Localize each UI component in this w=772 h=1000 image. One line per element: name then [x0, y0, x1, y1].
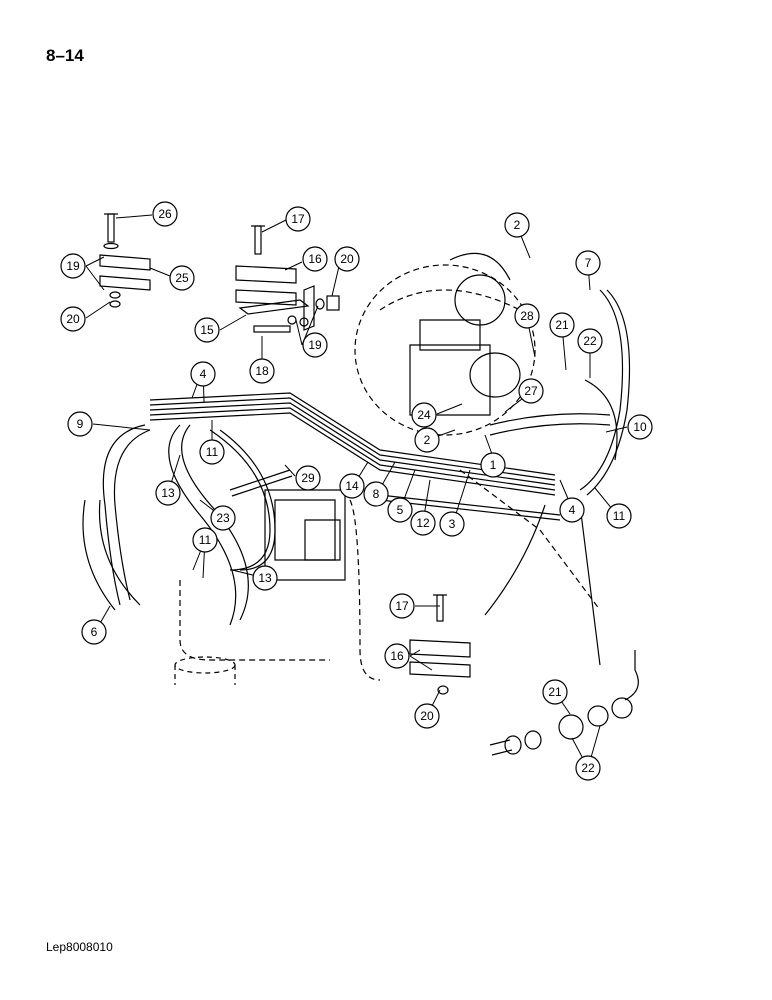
svg-text:20: 20 — [340, 252, 354, 266]
callout-18: 18 — [249, 358, 275, 384]
callout-6: 6 — [81, 619, 107, 645]
svg-text:4: 4 — [569, 503, 576, 517]
callout-20: 20 — [334, 246, 360, 272]
svg-text:25: 25 — [175, 271, 189, 285]
callout-28: 28 — [514, 303, 540, 329]
callout-15: 15 — [194, 317, 220, 343]
callout-16: 16 — [302, 246, 328, 272]
svg-text:24: 24 — [417, 408, 431, 422]
callout-11: 11 — [606, 503, 632, 529]
callout-22: 22 — [577, 328, 603, 354]
callout-19: 19 — [60, 253, 86, 279]
svg-text:21: 21 — [548, 685, 562, 699]
callout-9: 9 — [67, 411, 93, 437]
svg-text:20: 20 — [420, 709, 434, 723]
svg-text:16: 16 — [308, 252, 322, 266]
clamp-assembly-bottom — [409, 594, 471, 695]
callout-2: 2 — [504, 212, 530, 238]
callout-23: 23 — [210, 505, 236, 531]
callout-21: 21 — [549, 312, 575, 338]
svg-text:22: 22 — [583, 334, 597, 348]
svg-text:17: 17 — [291, 212, 305, 226]
svg-text:13: 13 — [161, 486, 175, 500]
callout-7: 7 — [575, 250, 601, 276]
callout-10: 10 — [627, 414, 653, 440]
svg-text:4: 4 — [200, 367, 207, 381]
pump-body — [409, 252, 521, 416]
pump-assembly — [179, 264, 601, 681]
clamp-assembly-top-left — [99, 213, 151, 308]
svg-text:18: 18 — [255, 364, 269, 378]
svg-text:11: 11 — [199, 533, 212, 547]
svg-text:3: 3 — [449, 517, 456, 531]
page-number: 8–14 — [46, 46, 84, 65]
callout-20: 20 — [60, 306, 86, 332]
valve-block — [264, 489, 346, 581]
callout-22: 22 — [575, 755, 601, 781]
svg-text:22: 22 — [581, 761, 595, 775]
clamp-assembly-top-middle — [235, 225, 340, 333]
document-reference: Lep8008010 — [46, 940, 113, 954]
svg-text:16: 16 — [390, 649, 404, 663]
callout-4: 4 — [190, 361, 216, 387]
svg-text:20: 20 — [66, 312, 80, 326]
callout-1: 1 — [480, 452, 506, 478]
svg-text:26: 26 — [158, 207, 172, 221]
callout-21: 21 — [542, 679, 568, 705]
svg-text:19: 19 — [308, 338, 322, 352]
svg-text:9: 9 — [77, 417, 84, 431]
svg-text:29: 29 — [301, 471, 315, 485]
svg-text:17: 17 — [395, 599, 409, 613]
callout-4: 4 — [559, 497, 585, 523]
svg-text:8: 8 — [373, 487, 380, 501]
left-hoses — [82, 424, 293, 626]
fitting-assembly-bottom-right — [489, 650, 639, 756]
callout-2: 2 — [414, 427, 440, 453]
svg-text:14: 14 — [345, 479, 359, 493]
svg-text:13: 13 — [258, 571, 272, 585]
callout-24: 24 — [411, 402, 437, 428]
callout-26: 26 — [152, 201, 178, 227]
svg-text:23: 23 — [216, 511, 230, 525]
svg-text:6: 6 — [91, 625, 98, 639]
callout-20: 20 — [414, 703, 440, 729]
svg-text:21: 21 — [555, 318, 569, 332]
callout-11: 11 — [199, 439, 225, 465]
svg-text:2: 2 — [514, 218, 521, 232]
svg-text:11: 11 — [613, 509, 626, 523]
callout-17: 17 — [389, 593, 415, 619]
callout-29: 29 — [295, 465, 321, 491]
callout-11: 11 — [192, 527, 218, 553]
svg-text:27: 27 — [524, 384, 538, 398]
svg-text:12: 12 — [416, 516, 430, 530]
svg-text:10: 10 — [633, 420, 647, 434]
callout-13: 13 — [155, 480, 181, 506]
svg-text:5: 5 — [397, 503, 404, 517]
svg-text:2: 2 — [424, 433, 431, 447]
callout-3: 3 — [439, 511, 465, 537]
filter-bottom-left — [174, 656, 236, 685]
callout-13: 13 — [252, 565, 278, 591]
callout-27: 27 — [518, 378, 544, 404]
right-hoses — [484, 289, 631, 666]
svg-text:19: 19 — [66, 259, 80, 273]
callout-14: 14 — [339, 473, 365, 499]
svg-text:15: 15 — [200, 323, 214, 337]
callout-19: 19 — [302, 332, 328, 358]
callout-25: 25 — [169, 265, 195, 291]
svg-text:1: 1 — [490, 458, 497, 472]
callout-5: 5 — [387, 497, 413, 523]
callout-16: 16 — [384, 643, 410, 669]
svg-text:28: 28 — [520, 309, 534, 323]
svg-text:11: 11 — [206, 445, 219, 459]
callout-17: 17 — [285, 206, 311, 232]
callout-8: 8 — [363, 481, 389, 507]
svg-text:7: 7 — [585, 256, 592, 270]
callout-12: 12 — [410, 510, 436, 536]
